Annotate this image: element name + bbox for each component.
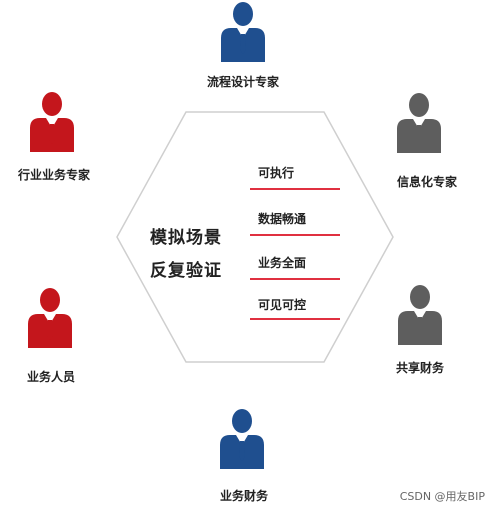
center-item-visible-controllable: 可见可控 (258, 298, 307, 312)
watermark: CSDN @用友BIP (399, 490, 485, 503)
industry-business-expert-person-icon (30, 92, 74, 152)
shared-finance-person-icon (398, 285, 442, 345)
business-staff-person-icon (28, 288, 72, 348)
hexagon-frame (116, 111, 394, 363)
center-item-data-flow: 数据畅通 (258, 212, 307, 226)
center-item-executable: 可执行 (258, 166, 295, 180)
center-title-line1: 模拟场景 (150, 228, 222, 248)
process-design-expert-person-icon (221, 2, 265, 62)
center-item-business-coverage: 业务全面 (258, 256, 307, 270)
role-label-business-finance: 业务财务 (219, 489, 269, 503)
role-label-process-design-expert: 流程设计专家 (206, 75, 280, 89)
role-label-business-staff: 业务人员 (26, 370, 76, 384)
role-label-industry-business-expert: 行业业务专家 (17, 168, 91, 182)
role-label-shared-finance: 共享财务 (395, 361, 445, 375)
role-label-informatization-expert: 信息化专家 (396, 175, 458, 189)
informatization-expert-person-icon (397, 93, 441, 153)
business-finance-person-icon (220, 409, 264, 469)
center-title-line2: 反复验证 (150, 261, 222, 281)
